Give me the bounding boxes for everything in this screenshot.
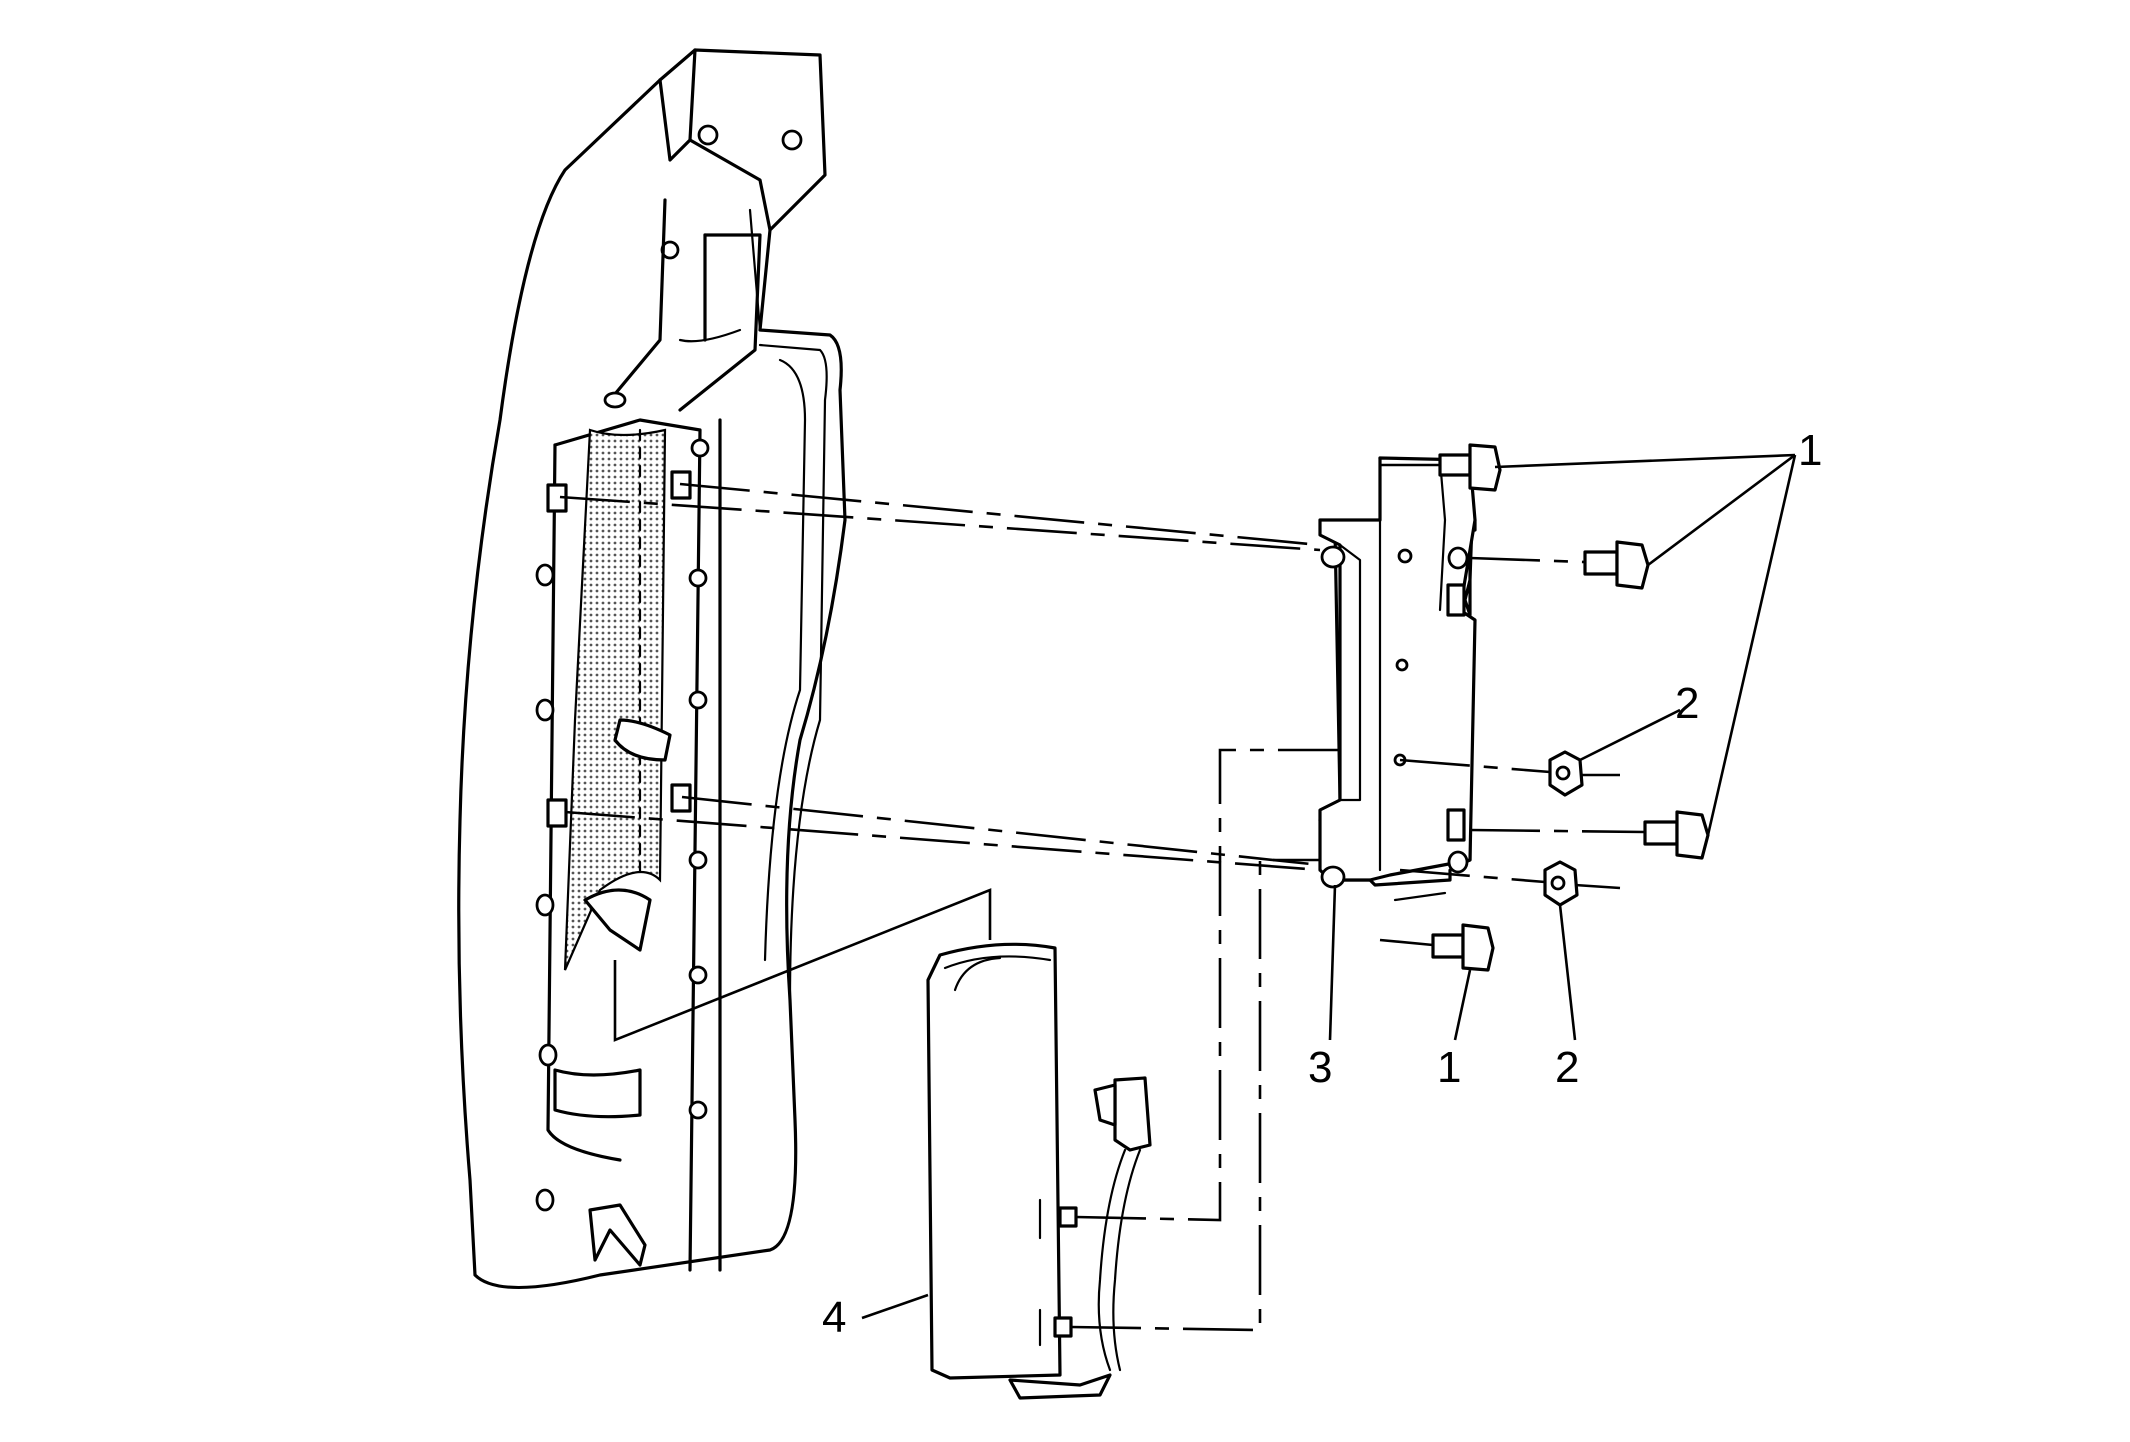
alignment-lines <box>559 463 1646 1332</box>
nut-lower <box>1543 860 1579 907</box>
callout-4: 4 <box>822 1293 846 1342</box>
mount-hole-1 <box>697 124 719 146</box>
seat-back-frame <box>457 48 847 1290</box>
callout-2-bottom: 2 <box>1555 1043 1579 1092</box>
nut-upper <box>1548 750 1584 797</box>
bolt-top <box>1438 443 1502 492</box>
airbag-module <box>926 942 1152 1400</box>
airbag-bracket <box>1318 456 1477 902</box>
bolt-upper-right <box>1583 540 1650 590</box>
bolt-lower-right <box>1643 810 1710 860</box>
callout-1-bottom: 1 <box>1437 1043 1461 1092</box>
mount-hole-2 <box>781 129 803 151</box>
callout-2-mid: 2 <box>1675 679 1699 728</box>
callout-3: 3 <box>1308 1043 1332 1092</box>
leader-lines <box>861 453 1797 1320</box>
callout-1-top: 1 <box>1798 426 1822 475</box>
bolt-bottom <box>1431 923 1495 972</box>
